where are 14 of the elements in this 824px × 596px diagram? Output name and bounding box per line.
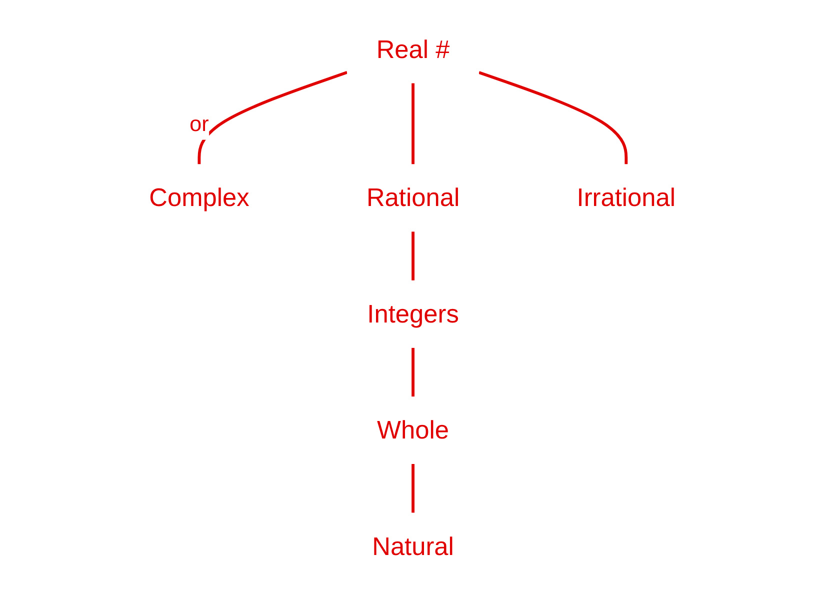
connector	[411, 83, 414, 164]
connector	[197, 71, 348, 164]
node-text: Real #	[376, 34, 450, 64]
connector	[411, 464, 414, 513]
node-text: Complex	[148, 182, 249, 212]
connector	[478, 71, 628, 164]
node-text: Rational	[366, 182, 460, 212]
edge-label: or	[189, 112, 208, 136]
node-text: Integers	[366, 298, 459, 328]
connector	[411, 232, 414, 280]
node-text: Natural	[372, 531, 454, 561]
node-text: Whole	[376, 415, 449, 444]
node-text: Irrational	[576, 182, 676, 212]
connector	[411, 348, 414, 397]
